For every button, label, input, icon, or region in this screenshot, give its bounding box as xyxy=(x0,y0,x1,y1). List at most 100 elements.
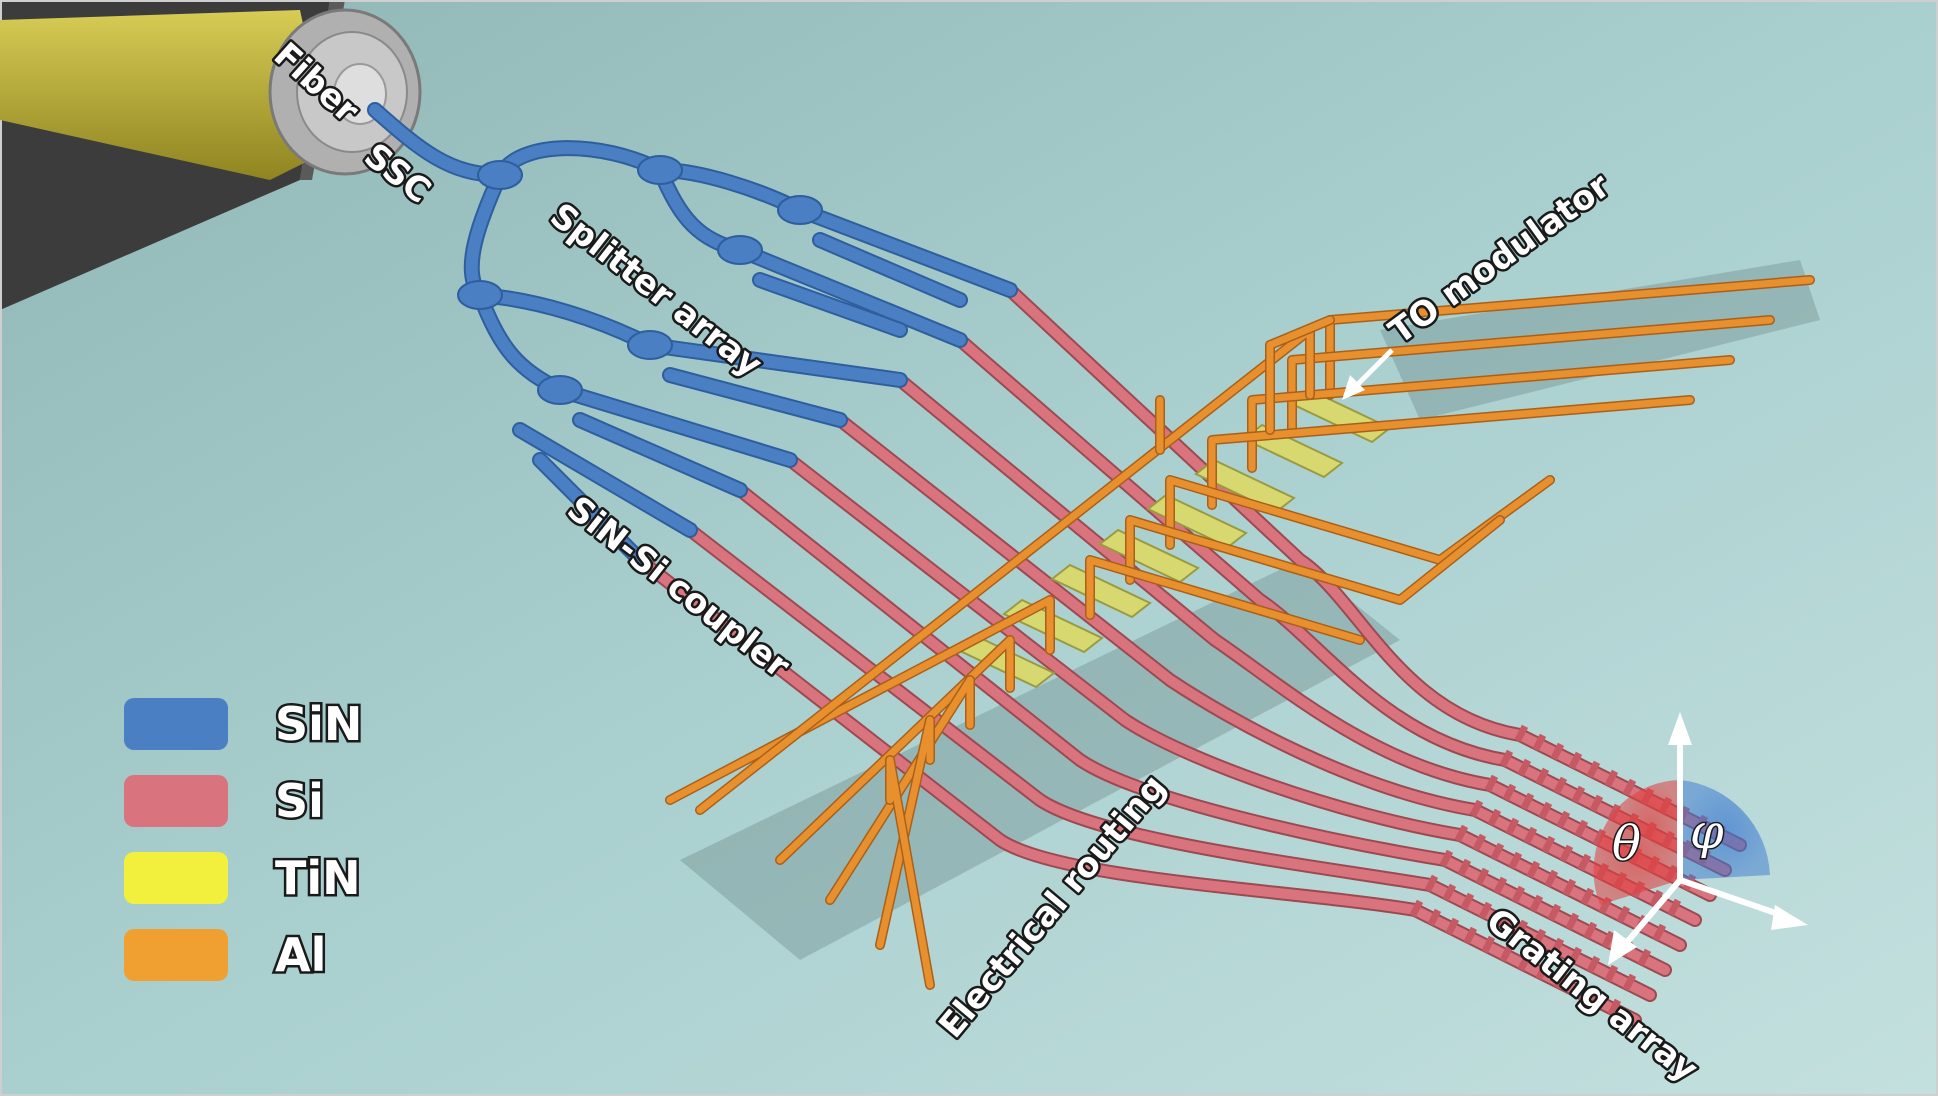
grating-tooth xyxy=(1589,794,1604,813)
tin-heater-pad xyxy=(1050,563,1152,619)
grating-tooth xyxy=(1493,876,1508,895)
grating-tooth xyxy=(1463,926,1478,945)
grating-tooth xyxy=(1559,844,1574,863)
grating-tooth xyxy=(1568,946,1583,965)
grating-tooth xyxy=(1607,998,1622,1017)
sin-splitter-tree xyxy=(367,102,1018,568)
legend-swatch-tin xyxy=(124,852,228,904)
grating-tooth xyxy=(1601,930,1616,949)
grating-tooth xyxy=(1508,851,1523,870)
sin-waveguide xyxy=(644,339,906,386)
grating-tooth xyxy=(1481,935,1496,954)
grating-tooth xyxy=(1586,955,1601,974)
grating-tooth xyxy=(1538,801,1553,820)
grating-tooth xyxy=(1571,980,1586,999)
grating-tooth xyxy=(1502,783,1517,802)
al-wire xyxy=(1126,516,1504,604)
sin-waveguide xyxy=(794,204,1016,296)
grating-tooth xyxy=(1529,894,1544,913)
sin-waveguide xyxy=(664,369,846,426)
si-waveguide xyxy=(785,455,1685,950)
grating-tooth xyxy=(1490,842,1505,861)
grating-tooth xyxy=(1571,785,1586,804)
legend-item-tin: TiN xyxy=(124,849,363,908)
grating-tooth xyxy=(1532,928,1547,947)
to-modulator-arrow xyxy=(1350,348,1394,392)
theta-sector xyxy=(1620,780,1680,880)
grating-tooth xyxy=(1622,973,1637,992)
beam-angle-indicator xyxy=(1593,712,1808,965)
grating-tooth xyxy=(1517,758,1532,777)
grating-tooth xyxy=(1523,826,1538,845)
legend-item-sin: SiN xyxy=(124,695,365,754)
grating-tooth xyxy=(1574,819,1589,838)
sin-splitter-junction xyxy=(537,375,583,405)
grating-tooth xyxy=(1445,917,1460,936)
sin-waveguide xyxy=(734,244,966,346)
si-waveguide xyxy=(635,555,1640,1025)
grating-tooth xyxy=(1532,733,1547,752)
grating-tooth xyxy=(1499,944,1514,963)
grating-tooth xyxy=(1469,799,1484,818)
grating-tooth xyxy=(1517,953,1532,972)
grating-tooth xyxy=(1457,858,1472,877)
al-wire xyxy=(876,716,934,949)
si-waveguide xyxy=(835,415,1700,925)
legend-label-si: Si xyxy=(275,774,324,828)
grating-tooth xyxy=(1505,817,1520,836)
label-theta: θ xyxy=(1612,816,1641,872)
grating-tooth xyxy=(1541,835,1556,854)
al-wire xyxy=(776,636,1014,864)
sin-waveguide xyxy=(534,454,646,566)
grating-tooth xyxy=(1487,808,1502,827)
grating-tooth xyxy=(1622,778,1637,797)
grating-tooth xyxy=(1562,878,1577,897)
al-wire xyxy=(1208,396,1694,509)
grating-tooth xyxy=(1535,962,1550,981)
grating-tooth xyxy=(1427,908,1442,927)
sin-waveguide xyxy=(514,424,696,536)
grating-tooth xyxy=(1511,885,1526,904)
grating-tooth xyxy=(1454,824,1469,843)
grating-tooth xyxy=(1577,853,1592,872)
x-axis-arrow xyxy=(1679,877,1791,921)
legend-swatch-sin xyxy=(124,698,228,750)
grating-tooth xyxy=(1616,905,1631,924)
theta-sector-lower xyxy=(1593,805,1680,905)
si-waveguide xyxy=(735,485,1670,975)
grating-tooth xyxy=(1586,760,1601,779)
si-waveguides xyxy=(633,283,1747,1027)
legend-label-tin: TiN xyxy=(275,851,361,905)
grating-tooth xyxy=(1652,923,1667,942)
al-wire xyxy=(1266,316,1334,434)
grating-tooth xyxy=(1439,849,1454,868)
sin-splitter-junction xyxy=(717,235,763,265)
grating-tooth xyxy=(1535,767,1550,786)
phi-sector xyxy=(1680,780,1770,880)
grating-tooth xyxy=(1442,883,1457,902)
grating-tooth xyxy=(1520,792,1535,811)
legend-item-si: Si xyxy=(124,772,326,831)
sin-waveguide xyxy=(574,414,746,496)
al-wire xyxy=(886,756,934,989)
grating-tooth xyxy=(1649,889,1664,908)
al-wire xyxy=(1086,556,1364,644)
grating-tooth xyxy=(1550,742,1565,761)
al-electrical-routing xyxy=(665,275,1815,990)
grating-tooth xyxy=(1580,887,1595,906)
fiber-jacket xyxy=(0,10,330,180)
grating-tooth xyxy=(1544,869,1559,888)
sin-splitter-junction xyxy=(777,195,823,225)
sin-splitter-junction xyxy=(457,280,503,310)
grating-tooth xyxy=(1526,860,1541,879)
grating-tooth xyxy=(1583,921,1598,940)
grating-tooth xyxy=(1589,989,1604,1008)
grating-tooth xyxy=(1568,751,1583,770)
legend: SiN Si TiN Al xyxy=(124,695,365,985)
sin-waveguide xyxy=(554,384,796,466)
grating-tooth xyxy=(1514,919,1529,938)
legend-label-al: Al xyxy=(275,928,326,982)
label-phi: φ xyxy=(1690,804,1724,860)
si-waveguide xyxy=(685,525,1655,1000)
z-axis-arrowhead xyxy=(1668,712,1692,745)
